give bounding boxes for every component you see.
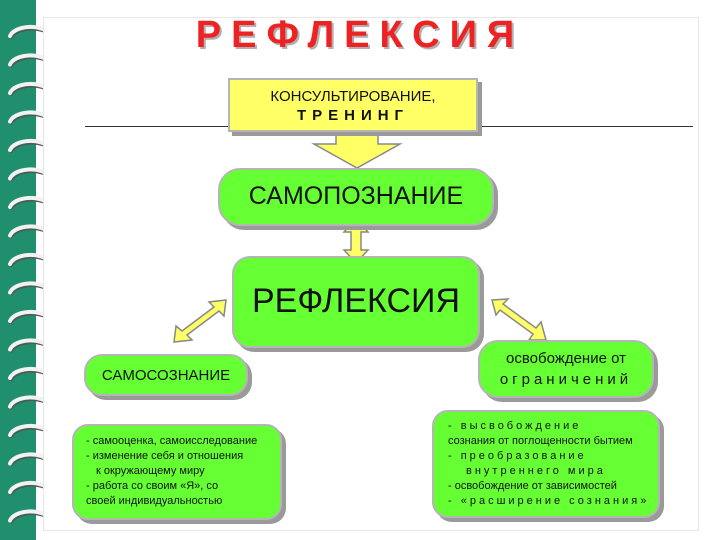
left-diagonal-double-arrow-icon	[173, 299, 227, 343]
consulting-label: КОНСУЛЬТИРОВАНИЕ,	[270, 88, 436, 105]
self-knowledge-label: САМОПОЗНАНИЕ	[248, 182, 464, 210]
desc-line: внутреннего мира	[466, 465, 606, 477]
desc-line: к окружающему миру	[96, 465, 205, 477]
self-knowledge-box: САМОПОЗНАНИЕ	[218, 168, 494, 226]
slide-title: РЕФЛЕКСИЯ	[195, 14, 525, 56]
desc-line: - самооценка, самоисследование	[86, 435, 258, 447]
freedom-box: освобождение от ограничений	[478, 340, 654, 398]
desc-line: - освобождение от зависимостей	[448, 480, 617, 492]
down-arrow-icon	[311, 125, 403, 169]
self-awareness-label: САМОСОЗНАНИЕ	[101, 367, 231, 384]
desc-line: - высвобождение	[448, 420, 582, 432]
self-awareness-box: САМОСОЗНАНИЕ	[84, 354, 248, 396]
training-label: ТРЕНИНГ	[296, 107, 410, 124]
desc-line: - «расширение сознания»	[448, 495, 650, 507]
desc-line: - изменение себя и отношения	[86, 450, 244, 462]
self-awareness-description: - самооценка, самоисследование - изменен…	[72, 424, 282, 520]
reflexion-label: РЕФЛЕКСИЯ	[251, 282, 461, 320]
reflexion-box: РЕФЛЕКСИЯ	[232, 256, 480, 348]
desc-line: - преобразование	[448, 450, 587, 462]
freedom-description: - высвобождение сознания от поглощенност…	[432, 410, 660, 518]
desc-line: своей индивидуальностью	[86, 495, 223, 507]
desc-line: - работа со своим «Я», со	[86, 480, 219, 492]
desc-line: сознания от поглощенности бытием	[448, 435, 633, 447]
right-diagonal-double-arrow-icon	[491, 298, 547, 341]
freedom-label-line2: ограничений	[499, 371, 633, 388]
freedom-label-line1: освобождение от	[506, 350, 626, 367]
consulting-training-box: КОНСУЛЬТИРОВАНИЕ, ТРЕНИНГ	[228, 78, 478, 132]
